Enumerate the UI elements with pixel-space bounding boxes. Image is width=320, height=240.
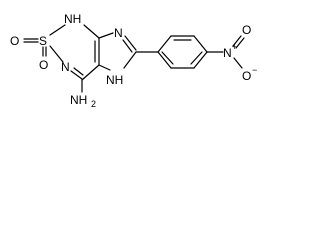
bond-ph-4 <box>193 51 208 69</box>
atom-nh-imidazole: NH <box>106 73 123 87</box>
bonds <box>23 24 245 93</box>
atom-n-nitro-charge: + <box>232 42 237 52</box>
bond-s-n <box>49 45 64 63</box>
atom-n-nitro: N <box>223 46 232 60</box>
atom-nh2: NH <box>70 93 87 107</box>
bond-ph-inner-b <box>190 51 203 65</box>
atom-o-left: O <box>10 34 19 48</box>
bond-c7a-nh-top <box>83 24 100 39</box>
bond-s-nh <box>49 24 66 36</box>
atom-o-nitro-charge: − <box>252 65 257 75</box>
bond-c4-c3a <box>81 64 100 81</box>
atom-n-imidazole: N <box>114 26 123 40</box>
bond-nnitro-o-bottom <box>233 57 243 69</box>
atom-n-ring: N <box>61 60 70 74</box>
bond-nimid-c2-inner <box>122 39 133 53</box>
bond-n-c4-inner <box>73 67 84 76</box>
atom-s: S <box>39 34 47 48</box>
atom-o-bottom: O <box>39 58 48 72</box>
atom-o-nitro-bottom: O <box>242 69 251 83</box>
bond-ph-6 <box>157 51 172 69</box>
atom-nh-top: NH <box>64 12 81 26</box>
bond-ph-inner-c <box>161 51 174 65</box>
bond-nh-c3a <box>98 64 111 71</box>
bond-n-c4 <box>70 70 83 80</box>
bond-ph-3 <box>193 35 208 53</box>
atom-o-nitro-top: O <box>242 23 251 37</box>
atom-labels: O S O NH N N NH 2 NH N + O O − <box>10 12 257 109</box>
bond-nimid-c2 <box>124 35 137 51</box>
chemical-structure: O S O NH N N NH 2 NH N + O O − <box>10 12 257 109</box>
bond-c2-nh <box>123 51 137 69</box>
bond-c7a-nimid <box>98 32 114 39</box>
bond-nnitro-o-top-b <box>235 37 245 49</box>
bond-ph-1 <box>157 35 172 53</box>
atom-nh2-subscript: 2 <box>91 99 96 109</box>
bond-nnitro-o-top-a <box>232 35 242 47</box>
